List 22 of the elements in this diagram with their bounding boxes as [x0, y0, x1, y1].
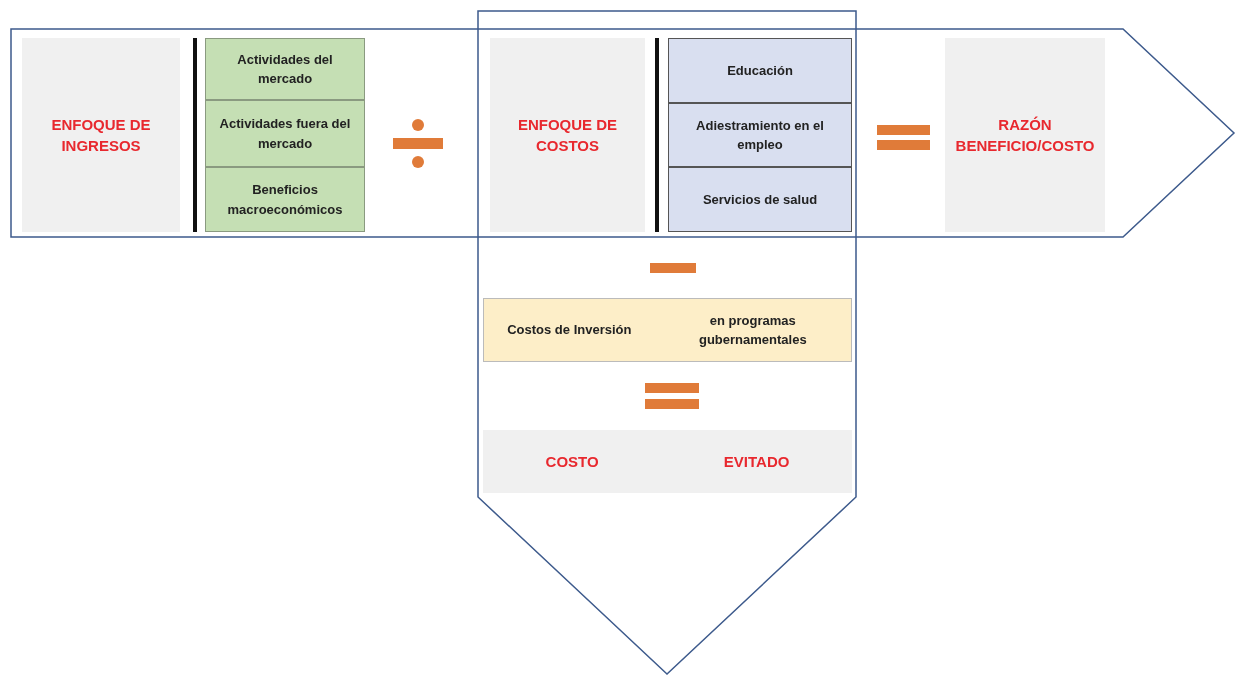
- heading-text: EVITADO: [723, 452, 790, 472]
- category-box: [668, 167, 852, 232]
- heading-text: ENFOQUE DE INGRESOS: [50, 115, 152, 156]
- label-text: Servicios de salud: [702, 190, 818, 209]
- category-box: [668, 38, 852, 103]
- label-text: Actividades fuera del mercado: [218, 115, 352, 153]
- heading-text: COSTO: [545, 452, 599, 472]
- category-box: [205, 100, 365, 167]
- arrow-shape: [477, 10, 857, 675]
- arrow-shape: [10, 28, 1235, 238]
- label-text: en programas gubernamentales: [698, 311, 808, 349]
- label-text: Adiestramiento en el empleo: [695, 116, 825, 154]
- label-text: Educación: [727, 61, 793, 80]
- cost-box: [483, 298, 852, 362]
- label-text: Beneficios macroeconómicos: [226, 181, 344, 219]
- label-text: Costos de Inversión: [507, 321, 632, 340]
- label-text: Actividades del mercado: [236, 50, 334, 88]
- category-box: [205, 167, 365, 232]
- heading-text: ENFOQUE DE COSTOS: [516, 115, 619, 156]
- category-box: [668, 103, 852, 167]
- category-box: [205, 38, 365, 100]
- heading-text: RAZÓN BENEFICIO/COSTO: [954, 115, 1096, 156]
